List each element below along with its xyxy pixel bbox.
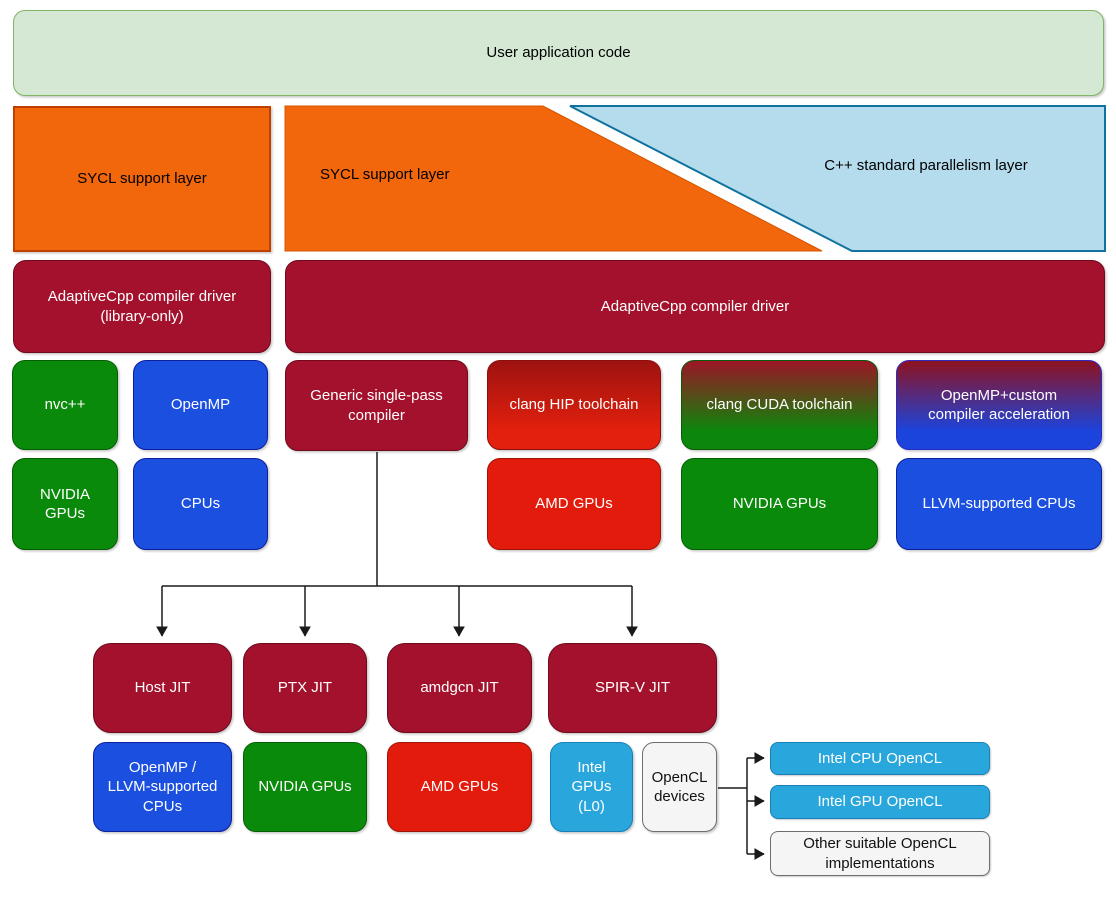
box-intel-gpu-opencl: Intel GPU OpenCL [770,785,990,819]
box-openmp-llvm-supported-cpus: OpenMP / LLVM-supported CPUs [93,742,232,832]
label-cpp-standard-parallelism-layer: C++ standard parallelism layer [824,157,1028,174]
polygon-cpp-standard-parallelism-layer [569,105,1106,252]
box-opencl-devices: OpenCL devices [642,742,717,832]
box-generic-single-pass-compiler: Generic single-pass compiler [285,360,468,451]
box-user-application-code: User application code [13,10,1104,96]
box-amdgcn-jit: amdgcn JIT [387,643,532,733]
box-nvidia-gpus-ptx: NVIDIA GPUs [243,742,367,832]
box-spirv-jit: SPIR-V JIT [548,643,717,733]
box-adaptivecpp-driver-library-only: AdaptiveCpp compiler driver (library-onl… [13,260,271,353]
box-amd-gpus-amdgcn: AMD GPUs [387,742,532,832]
box-nvidia-gpus-nvcpp: NVIDIA GPUs [12,458,118,550]
box-openmp-custom-acceleration: OpenMP+custom compiler acceleration [896,360,1102,450]
box-intel-cpu-opencl: Intel CPU OpenCL [770,742,990,775]
box-adaptivecpp-driver: AdaptiveCpp compiler driver [285,260,1105,353]
label-sycl-support-layer-mid: SYCL support layer [320,166,450,183]
box-nvidia-gpus-cuda: NVIDIA GPUs [681,458,878,550]
box-nvcpp: nvc++ [12,360,118,450]
box-amd-gpus-hip: AMD GPUs [487,458,661,550]
box-ptx-jit: PTX JIT [243,643,367,733]
box-cpus: CPUs [133,458,268,550]
box-host-jit: Host JIT [93,643,232,733]
box-clang-cuda-toolchain: clang CUDA toolchain [681,360,878,450]
opencl-branch-connector [718,752,765,860]
box-intel-gpus-l0: Intel GPUs (L0) [550,742,633,832]
box-openmp: OpenMP [133,360,268,450]
box-other-opencl-implementations: Other suitable OpenCL implementations [770,831,990,876]
box-sycl-support-layer-left: SYCL support layer [13,106,271,252]
box-clang-hip-toolchain: clang HIP toolchain [487,360,661,450]
box-llvm-supported-cpus: LLVM-supported CPUs [896,458,1102,550]
